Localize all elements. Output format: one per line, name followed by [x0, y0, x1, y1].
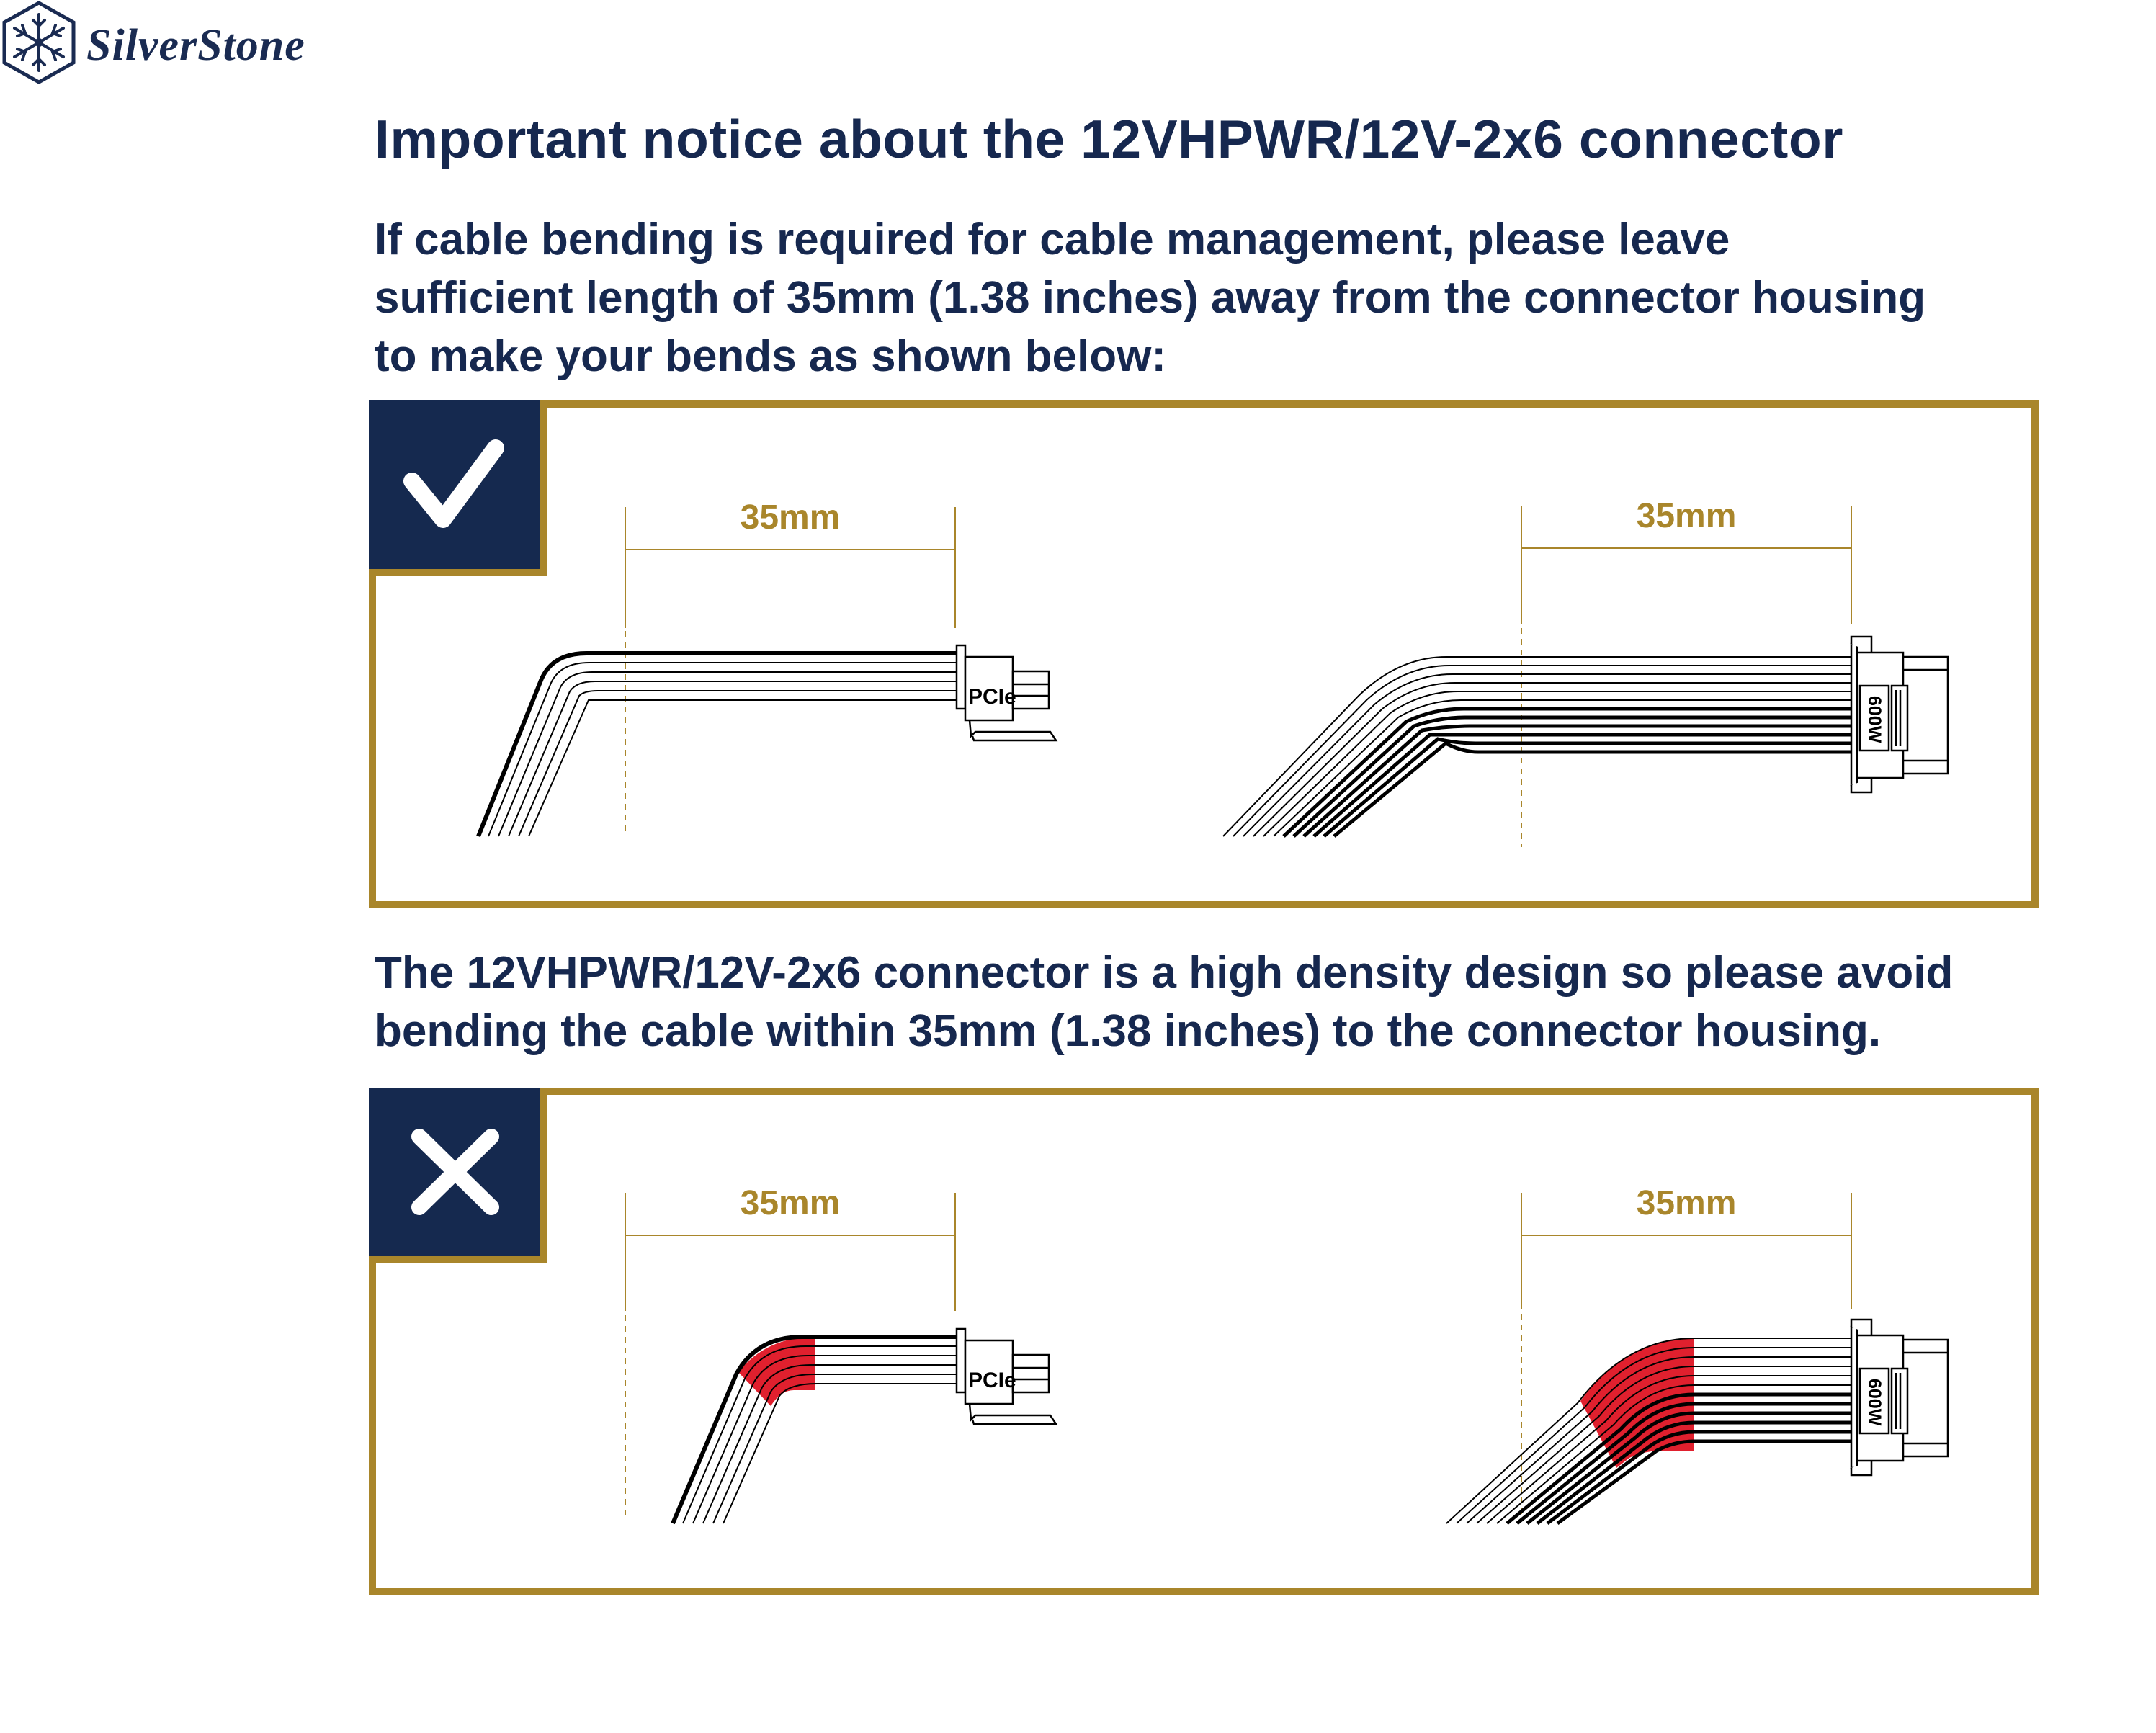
pcie-connector: PCIe: [955, 1327, 1058, 1425]
snowflake-hexagon-icon: [2, 1, 76, 84]
hpwr-connector: 600W: [1850, 1318, 1949, 1477]
hpwr-connector-label: 600W: [1864, 696, 1884, 743]
pcie-dimension-label: 35mm: [741, 498, 841, 537]
correct-bend-diagram: 35mm PCIe 35mm: [476, 497, 1949, 847]
correct-badge: [369, 400, 547, 576]
logo-wordmark: SilverStone: [86, 21, 305, 70]
warning-line: The 12VHPWR/12V-2x6 connector is a high …: [375, 948, 1954, 998]
hpwr-dimension-label: 35mm: [1637, 1184, 1737, 1222]
pcie-cable: [671, 1335, 960, 1525]
incorrect-badge: [369, 1088, 547, 1263]
warning-line: bending the cable within 35mm (1.38 inch…: [375, 1006, 1882, 1056]
hpwr-connector-label: 600W: [1864, 1379, 1884, 1426]
instruction-line: If cable bending is required for cable m…: [375, 215, 1730, 264]
hpwr-cable: [1222, 656, 1857, 838]
warning-text: The 12VHPWR/12V-2x6 connector is a high …: [375, 944, 1953, 1060]
page-title: Important notice about the 12VHPWR/12V-2…: [375, 109, 1843, 169]
silverstone-logo: SilverStone: [0, 0, 375, 86]
hpwr-dimension-label: 35mm: [1637, 497, 1737, 535]
pcie-bend-zone: [738, 1337, 815, 1406]
incorrect-bend-panel: 35mm PCIe 35mm: [369, 1088, 2039, 1595]
pcie-connector-label: PCIe: [968, 685, 1016, 709]
pcie-connector: PCIe: [955, 644, 1058, 742]
instruction-text: If cable bending is required for cable m…: [375, 210, 1925, 385]
pcie-connector-label: PCIe: [968, 1369, 1016, 1392]
incorrect-bend-diagram: 35mm PCIe 35mm: [625, 1184, 1949, 1526]
instruction-line: to make your bends as shown below:: [375, 331, 1166, 381]
hpwr-connector: 600W: [1850, 635, 1949, 794]
hpwr-cable: [1446, 1338, 1857, 1526]
checkmark-icon: [403, 439, 504, 528]
pcie-dimension-marker: 35mm: [625, 498, 956, 833]
instruction-line: sufficient length of 35mm (1.38 inches) …: [375, 273, 1926, 323]
pcie-dimension-label: 35mm: [741, 1184, 841, 1222]
correct-bend-panel: 35mm PCIe 35mm: [369, 400, 2039, 908]
hpwr-dimension-marker: 35mm: [1521, 1184, 1852, 1521]
pcie-cable: [476, 651, 960, 838]
cross-icon: [411, 1129, 499, 1215]
hpwr-dimension-marker: 35mm: [1521, 497, 1852, 847]
pcie-dimension-marker: 35mm: [625, 1184, 956, 1521]
